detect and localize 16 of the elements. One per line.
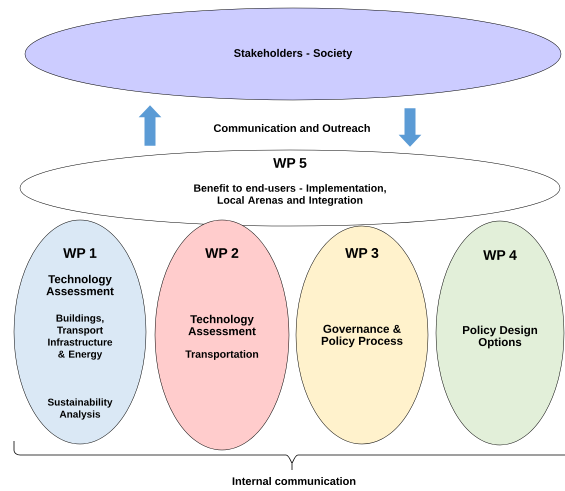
node-label: Policy Design Options (463, 326, 538, 348)
text-label: Communication and Outreach (214, 124, 370, 132)
node-label: Buildings, Transport Infrastructure & Energy (48, 314, 112, 360)
heading: WP 4 (483, 250, 517, 260)
text-label: Internal communication (232, 476, 356, 486)
node-label: Stakeholders - Society (234, 48, 352, 60)
node-label: Technology Assessment (188, 314, 256, 336)
heading: WP 2 (205, 248, 238, 258)
node-label: Transportation (185, 350, 258, 360)
heading: WP 3 (345, 248, 378, 258)
node-label: Benefit to end-users - Implementation, Local Arenas and Integration (194, 184, 386, 206)
heading: WP 5 (273, 158, 306, 168)
node-label: Technology Assessment (46, 274, 114, 296)
node-label: Governance & Policy Process (322, 324, 402, 348)
node-label: Sustainability Analysis (48, 398, 112, 420)
heading: WP 1 (63, 248, 96, 258)
